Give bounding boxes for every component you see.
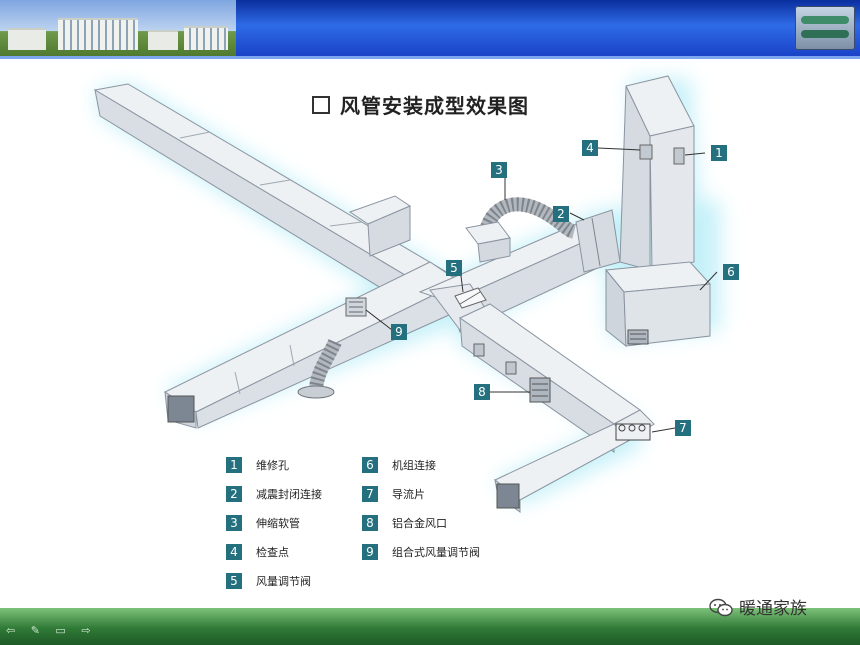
callout-7: 7: [675, 420, 691, 436]
legend-label: 伸缩软管: [256, 516, 300, 530]
legend-number: 2: [226, 485, 242, 502]
callout-1: 1: [711, 145, 727, 161]
legend-number: 4: [226, 543, 242, 560]
footer-bar: [0, 608, 860, 645]
header-divider: [0, 56, 860, 59]
flex-hose-lower: [297, 339, 342, 399]
wechat-icon: [709, 598, 733, 617]
legend-item-2: 2 减震封闭连接: [226, 483, 322, 502]
building-block: [148, 30, 178, 50]
legend-item-5: 5 风量调节阀: [226, 570, 311, 589]
legend-item-8: 8 铝合金风口: [362, 512, 447, 531]
callout-3: 3: [491, 162, 507, 178]
slide-nav-icons[interactable]: ⇦ ✎ ▭ ⇨: [6, 624, 97, 637]
callout-8: 8: [474, 384, 490, 400]
building-block: [58, 18, 138, 50]
legend-label: 风量调节阀: [256, 574, 311, 588]
duct-diagram: [93, 75, 720, 513]
legend-number: 8: [362, 514, 378, 531]
left-branch-duct: [163, 261, 461, 429]
callout-9: 9: [391, 324, 407, 340]
legend-number: 1: [226, 456, 242, 473]
header-banner: [0, 0, 860, 56]
diagram-title: 风管安装成型效果图: [312, 90, 529, 119]
building-photo: [0, 0, 236, 56]
building-block: [184, 26, 228, 50]
air-handling-unit: [575, 75, 712, 348]
watermark: 暖通家族: [709, 594, 807, 620]
legend-item-7: 7 导流片: [362, 483, 425, 502]
chiller-unit-image: [795, 6, 855, 50]
legend-number: 5: [226, 572, 242, 589]
legend-label: 检查点: [256, 545, 289, 559]
legend-number: 7: [362, 485, 378, 502]
watermark-text: 暖通家族: [739, 599, 807, 619]
legend-label: 机组连接: [392, 458, 436, 472]
legend-item-4: 4 检查点: [226, 541, 289, 560]
legend-item-6: 6 机组连接: [362, 454, 436, 473]
legend-label: 维修孔: [256, 458, 289, 472]
main-duct: [93, 83, 462, 319]
checkbox-icon: [312, 96, 330, 114]
callout-5: 5: [446, 260, 462, 276]
diagram-title-text: 风管安装成型效果图: [340, 94, 529, 118]
right-leg-duct: [458, 303, 655, 513]
legend-item-1: 1 维修孔: [226, 454, 289, 473]
legend-label: 铝合金风口: [392, 516, 447, 530]
callout-4: 4: [582, 140, 598, 156]
callout-6: 6: [723, 264, 739, 280]
legend-item-9: 9 组合式风量调节阀: [362, 541, 480, 560]
legend-label: 导流片: [392, 487, 425, 501]
leader-lines: [365, 147, 718, 433]
legend-label: 减震封闭连接: [256, 487, 322, 501]
building-block: [8, 28, 46, 50]
legend-number: 6: [362, 456, 378, 473]
legend-number: 3: [226, 514, 242, 531]
legend-number: 9: [362, 543, 378, 560]
flex-hose-upper: [465, 197, 577, 263]
legend-label: 组合式风量调节阀: [392, 545, 480, 559]
pipe: [801, 30, 849, 38]
pipe: [801, 16, 849, 24]
callout-2: 2: [553, 206, 569, 222]
legend-item-3: 3 伸缩软管: [226, 512, 300, 531]
